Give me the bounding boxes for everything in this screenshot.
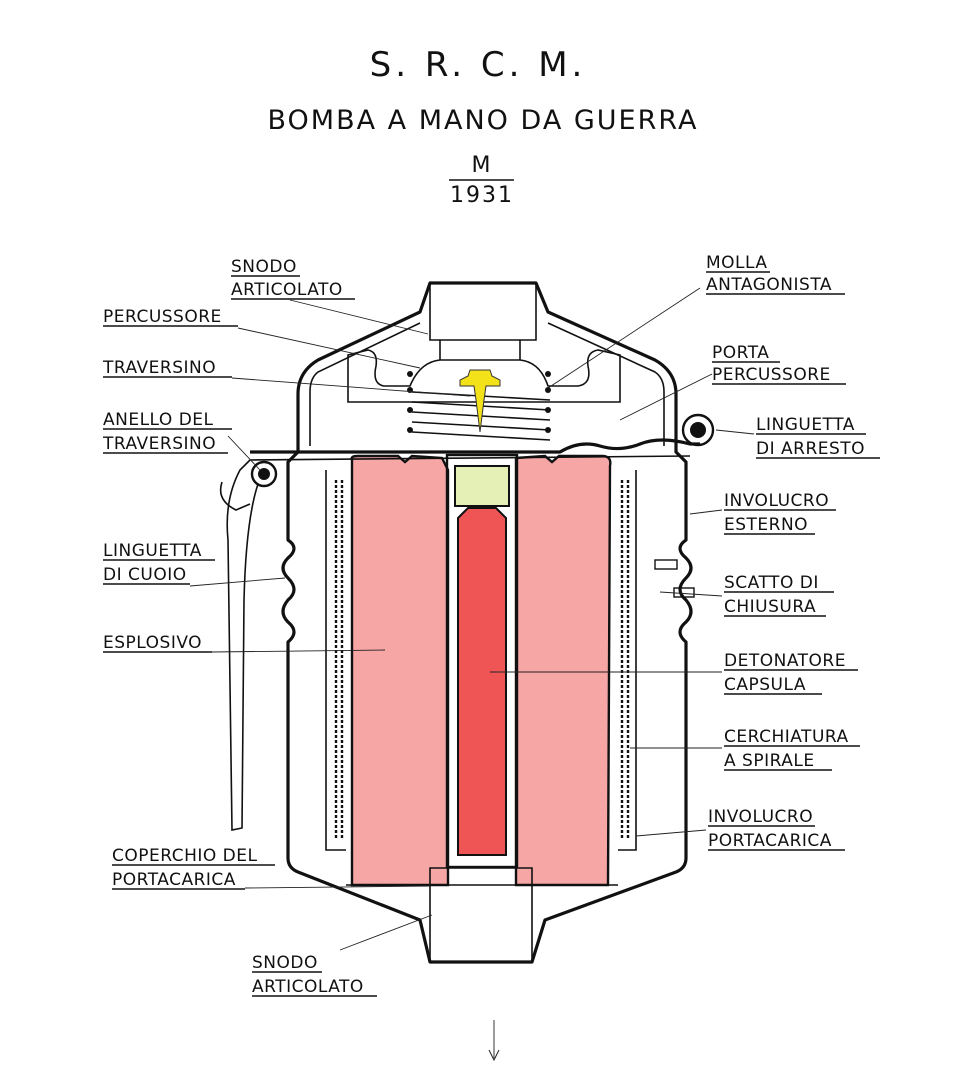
svg-text:COPERCHIO DEL: COPERCHIO DEL — [112, 846, 257, 866]
svg-text:SNODO: SNODO — [252, 953, 318, 973]
label-scatto: SCATTO DI CHIUSURA — [724, 573, 834, 617]
detonator-tube — [445, 453, 519, 869]
scatto-pin — [654, 559, 678, 570]
spiral-hoop-right — [620, 480, 630, 840]
traversino-lower — [249, 455, 691, 461]
svg-text:ARTICOLATO: ARTICOLATO — [252, 977, 364, 997]
svg-text:TRAVERSINO: TRAVERSINO — [102, 358, 216, 378]
svg-text:ESPLOSIVO: ESPLOSIVO — [103, 633, 202, 653]
svg-text:PORTA: PORTA — [712, 343, 769, 363]
svg-text:LINGUETTA: LINGUETTA — [756, 415, 855, 435]
svg-text:CERCHIATURA: CERCHIATURA — [724, 727, 849, 747]
svg-text:SNODO: SNODO — [231, 257, 297, 277]
grenade-body — [219, 281, 715, 964]
anello-ring-core — [258, 468, 270, 480]
portacarica-case — [325, 470, 637, 851]
explosive-right — [514, 454, 612, 887]
bottom-arrow — [488, 1049, 500, 1062]
leather-strap — [226, 459, 259, 831]
model-letter: M — [472, 153, 493, 178]
svg-text:DETONATORE: DETONATORE — [724, 651, 846, 671]
svg-text:MOLLA: MOLLA — [706, 253, 768, 273]
svg-text:LINGUETTA: LINGUETTA — [103, 541, 202, 561]
svg-text:CHIUSURA: CHIUSURA — [724, 597, 816, 617]
detonator-column — [457, 507, 507, 856]
label-molla: MOLLA ANTAGONISTA — [706, 253, 845, 295]
capsule-block — [454, 465, 510, 507]
svg-text:DI CUOIO: DI CUOIO — [103, 565, 187, 585]
label-linguetta-arresto: LINGUETTA DI ARRESTO — [756, 415, 880, 459]
leader-lines — [189, 287, 755, 1058]
arresto-ring — [681, 413, 715, 447]
diagram-header: S. R. C. M. BOMBA A MANO DA GUERRA M 193… — [267, 45, 698, 208]
svg-text:PERCUSSORE: PERCUSSORE — [712, 365, 831, 385]
striker-pin — [459, 369, 501, 433]
label-cerchiatura: CERCHIATURA A SPIRALE — [724, 727, 860, 771]
label-linguetta-cuoio: LINGUETTA DI CUOIO — [103, 541, 215, 585]
model-year: 1931 — [450, 183, 514, 208]
svg-text:PORTACARICA: PORTACARICA — [708, 831, 832, 851]
label-esplosivo: ESPLOSIVO — [103, 633, 212, 653]
svg-text:TRAVERSINO: TRAVERSINO — [102, 434, 216, 454]
svg-text:DI ARRESTO: DI ARRESTO — [756, 439, 865, 459]
arresto-ring-core — [690, 422, 706, 438]
label-anello: ANELLO DEL TRAVERSINO — [102, 410, 232, 454]
label-involucro-portacarica: INVOLUCRO PORTACARICA — [708, 807, 845, 851]
svg-text:ANTAGONISTA: ANTAGONISTA — [706, 275, 832, 295]
label-snodo-top: SNODO ARTICOLATO — [231, 257, 355, 300]
strap-clip — [219, 481, 251, 511]
svg-text:SCATTO DI: SCATTO DI — [724, 573, 819, 593]
label-snodo-bottom: SNODO ARTICOLATO — [252, 953, 377, 997]
traversino-bar — [250, 438, 700, 454]
svg-text:PORTACARICA: PORTACARICA — [112, 870, 236, 890]
label-involucro-esterno: INVOLUCRO ESTERNO — [724, 491, 836, 535]
inner-shell-line — [309, 322, 665, 446]
svg-text:INVOLUCRO: INVOLUCRO — [708, 807, 813, 827]
explosive-left — [350, 454, 450, 887]
label-porta-percussore: PORTA PERCUSSORE — [712, 343, 846, 385]
svg-text:ESTERNO: ESTERNO — [724, 515, 808, 535]
diagram-subtitle: BOMBA A MANO DA GUERRA — [267, 105, 698, 136]
svg-text:PERCUSSORE: PERCUSSORE — [103, 307, 222, 327]
svg-text:ARTICOLATO: ARTICOLATO — [231, 280, 343, 300]
label-traversino: TRAVERSINO — [102, 358, 232, 378]
label-percussore: PERCUSSORE — [103, 307, 238, 327]
label-detonatore: DETONATORE CAPSULA — [724, 651, 858, 695]
spiral-hoop-left — [334, 480, 344, 840]
diagram-title: S. R. C. M. — [370, 45, 587, 85]
scatto-pin-2 — [673, 587, 695, 598]
spring-dots — [407, 371, 551, 433]
label-coperchio: COPERCHIO DEL PORTACARICA — [112, 846, 275, 890]
bottom-neck — [346, 867, 618, 962]
svg-text:A SPIRALE: A SPIRALE — [724, 751, 815, 771]
top-neck — [429, 283, 537, 360]
svg-text:INVOLUCRO: INVOLUCRO — [724, 491, 829, 511]
anello-ring — [250, 460, 278, 488]
svg-text:ANELLO DEL: ANELLO DEL — [103, 410, 214, 430]
svg-text:CAPSULA: CAPSULA — [724, 675, 806, 695]
